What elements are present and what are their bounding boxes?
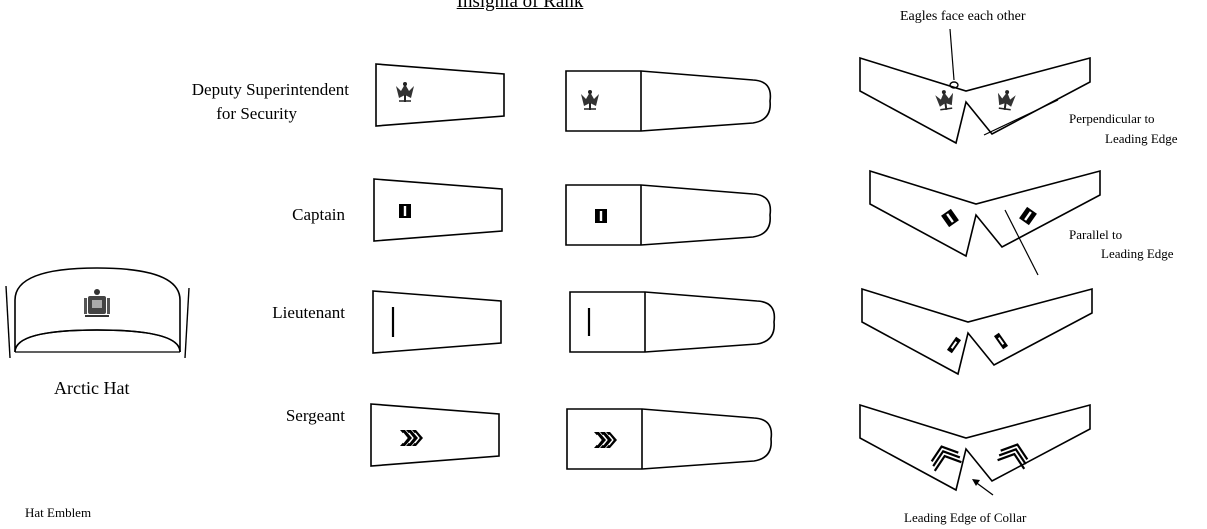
- deputy-board-1: [376, 64, 504, 126]
- sergeant-collar: [860, 405, 1090, 490]
- lieutenant-collar: [862, 289, 1092, 374]
- captain-board-2: [566, 185, 770, 245]
- lieutenant-board-1: [373, 291, 501, 353]
- deputy-board-2: [566, 71, 770, 131]
- double-bar-icon: [595, 209, 607, 223]
- double-bar-icon: [399, 204, 411, 218]
- lieutenant-board-2: [570, 292, 774, 352]
- sergeant-board-2: [567, 409, 771, 469]
- captain-board-1: [374, 179, 502, 241]
- eagles-arrow-line: [950, 29, 954, 80]
- captain-collar: [870, 171, 1100, 275]
- deputy-collar: [860, 58, 1090, 143]
- arctic-hat: [6, 268, 189, 358]
- leading-edge-arrow-icon: [972, 479, 993, 495]
- sergeant-board-1: [371, 404, 499, 466]
